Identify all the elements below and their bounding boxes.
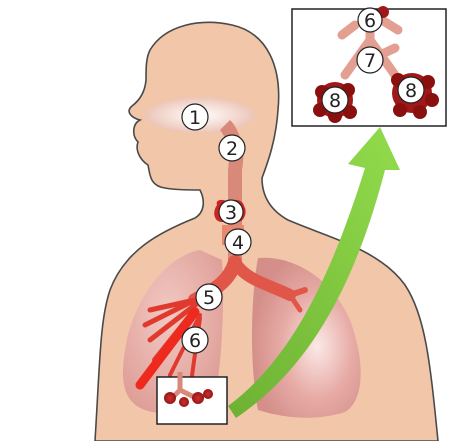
svg-text:6: 6 [364, 10, 376, 32]
label-3: 3 [219, 200, 243, 224]
label-8-left: 8 [322, 87, 348, 113]
svg-text:2: 2 [226, 138, 238, 160]
svg-text:7: 7 [364, 50, 376, 72]
label-7: 7 [357, 47, 383, 73]
label-1: 1 [182, 104, 208, 130]
label-5: 5 [196, 284, 222, 310]
svg-text:8: 8 [405, 80, 417, 102]
svg-text:4: 4 [232, 232, 244, 254]
label-4: 4 [225, 229, 251, 255]
label-6-main: 6 [182, 327, 208, 353]
label-2: 2 [219, 135, 245, 161]
svg-text:5: 5 [203, 287, 215, 309]
svg-text:8: 8 [329, 90, 341, 112]
svg-text:3: 3 [225, 202, 237, 224]
label-6-inset: 6 [358, 8, 382, 32]
label-8-right: 8 [398, 77, 424, 103]
svg-text:6: 6 [189, 330, 201, 352]
svg-text:1: 1 [189, 107, 201, 129]
